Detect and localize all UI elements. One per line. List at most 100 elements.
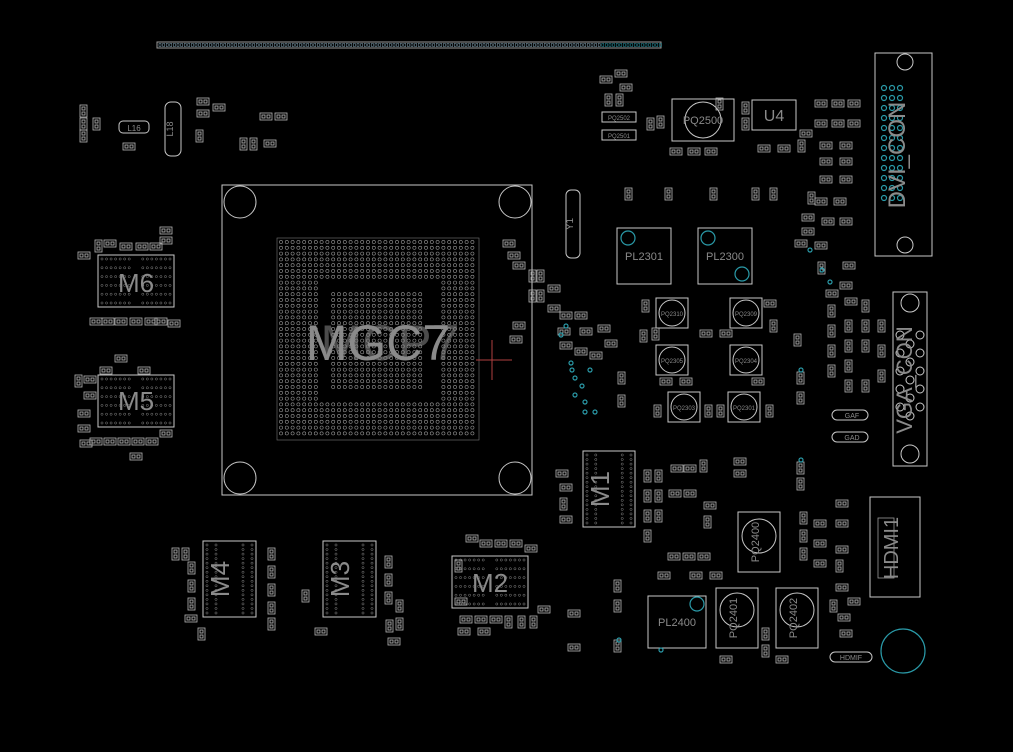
passive-component[interactable]	[517, 615, 526, 629]
passive-component[interactable]	[474, 615, 488, 624]
passive-component[interactable]	[559, 341, 573, 350]
passive-component[interactable]	[835, 519, 849, 528]
passive-component[interactable]	[844, 339, 853, 353]
passive-component[interactable]	[617, 394, 626, 408]
passive-component[interactable]	[670, 464, 684, 473]
passive-component[interactable]	[559, 515, 573, 524]
passive-component[interactable]	[667, 552, 681, 561]
passive-component[interactable]	[657, 571, 671, 580]
passive-component[interactable]	[477, 627, 491, 636]
passive-component[interactable]	[703, 515, 712, 529]
vga-connector[interactable]: VGA_CON	[892, 291, 928, 467]
passive-component[interactable]	[814, 99, 828, 108]
passive-component[interactable]	[643, 529, 652, 543]
passive-component[interactable]	[654, 509, 663, 523]
passive-component[interactable]	[509, 335, 523, 344]
passive-component[interactable]	[559, 497, 568, 511]
passive-components[interactable]	[74, 69, 886, 664]
passive-component[interactable]	[877, 369, 886, 383]
passive-component[interactable]	[775, 655, 789, 664]
passive-component[interactable]	[643, 469, 652, 483]
passive-component[interactable]	[814, 241, 828, 250]
passive-component[interactable]	[599, 75, 613, 84]
memory-chip-m1[interactable]: M1	[582, 450, 636, 528]
passive-component[interactable]	[835, 545, 849, 554]
passive-component[interactable]	[212, 103, 226, 112]
passive-component[interactable]	[149, 242, 163, 251]
passive-component[interactable]	[763, 299, 777, 308]
passive-component[interactable]	[801, 227, 815, 236]
passive-component[interactable]	[831, 99, 845, 108]
passive-component[interactable]	[528, 289, 537, 303]
dvi-connector[interactable]: DVI_CON	[874, 52, 933, 257]
passive-component[interactable]	[559, 311, 573, 320]
passive-component[interactable]	[604, 339, 618, 348]
passive-component[interactable]	[709, 187, 718, 201]
passive-component[interactable]	[196, 109, 210, 118]
passive-component[interactable]	[159, 429, 173, 438]
passive-component[interactable]	[114, 354, 128, 363]
passive-component[interactable]	[184, 614, 198, 623]
passive-component[interactable]	[574, 311, 588, 320]
mosfet-pq2500[interactable]: PQ2500	[671, 98, 735, 142]
passive-component[interactable]	[195, 129, 204, 143]
passive-component[interactable]	[101, 317, 115, 326]
passive-component[interactable]	[704, 404, 713, 418]
mosfet-pq2305[interactable]: PQ2305	[655, 344, 689, 376]
passive-component[interactable]	[129, 452, 143, 461]
passive-component[interactable]	[187, 579, 196, 593]
passive-component[interactable]	[604, 93, 613, 107]
passive-component[interactable]	[83, 375, 97, 384]
passive-component[interactable]	[154, 317, 168, 326]
passive-component[interactable]	[479, 539, 493, 548]
passive-component[interactable]	[769, 319, 778, 333]
passive-component[interactable]	[181, 547, 190, 561]
passive-component[interactable]	[777, 144, 791, 153]
passive-component[interactable]	[844, 359, 853, 373]
passive-component[interactable]	[796, 477, 805, 491]
passive-component[interactable]	[793, 333, 802, 347]
passive-component[interactable]	[682, 552, 696, 561]
passive-component[interactable]	[457, 627, 471, 636]
passive-component[interactable]	[813, 519, 827, 528]
passive-component[interactable]	[664, 187, 673, 201]
passive-component[interactable]	[263, 139, 277, 148]
passive-component[interactable]	[831, 119, 845, 128]
pad-gad[interactable]: GAD	[831, 431, 869, 443]
passive-component[interactable]	[267, 617, 276, 631]
passive-component[interactable]	[819, 175, 833, 184]
passive-component[interactable]	[74, 374, 83, 388]
passive-component[interactable]	[524, 544, 538, 553]
passive-component[interactable]	[813, 539, 827, 548]
passive-component[interactable]	[114, 317, 128, 326]
passive-component[interactable]	[683, 489, 697, 498]
passive-component[interactable]	[159, 226, 173, 235]
passive-component[interactable]	[536, 269, 545, 283]
passive-component[interactable]	[613, 599, 622, 613]
passive-component[interactable]	[384, 555, 393, 569]
passive-component[interactable]	[643, 489, 652, 503]
passive-component[interactable]	[465, 534, 479, 543]
passive-component[interactable]	[529, 615, 538, 629]
passive-component[interactable]	[839, 217, 853, 226]
passive-component[interactable]	[819, 141, 833, 150]
passive-component[interactable]	[813, 559, 827, 568]
passive-component[interactable]	[567, 643, 581, 652]
passive-component[interactable]	[187, 561, 196, 575]
passive-component[interactable]	[131, 437, 145, 446]
passive-component[interactable]	[715, 97, 724, 111]
passive-component[interactable]	[119, 242, 133, 251]
inductor-l16[interactable]: L16	[118, 120, 150, 134]
passive-component[interactable]	[643, 509, 652, 523]
passive-component[interactable]	[512, 321, 526, 330]
passive-component[interactable]	[794, 239, 808, 248]
passive-component[interactable]	[641, 299, 650, 313]
passive-component[interactable]	[92, 117, 101, 131]
passive-component[interactable]	[385, 619, 394, 633]
passive-component[interactable]	[137, 366, 151, 375]
passive-component[interactable]	[861, 319, 870, 333]
passive-component[interactable]	[512, 261, 526, 270]
passive-component[interactable]	[761, 627, 770, 641]
passive-component[interactable]	[567, 609, 581, 618]
passive-component[interactable]	[799, 547, 808, 561]
